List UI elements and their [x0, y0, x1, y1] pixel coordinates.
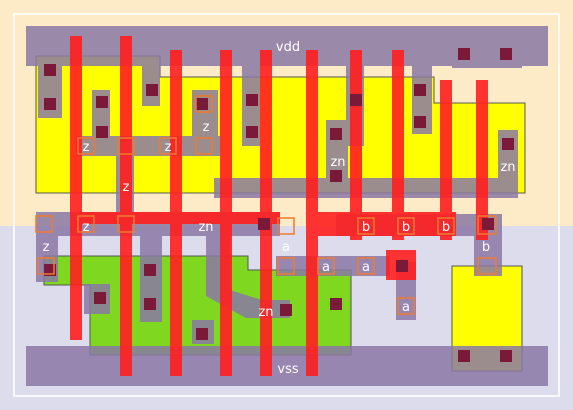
label-z: z — [83, 140, 90, 155]
poly-bar-zn — [306, 212, 456, 236]
label-z: z — [43, 240, 50, 255]
contact — [482, 218, 494, 230]
contact — [258, 218, 270, 230]
contact — [330, 170, 342, 182]
poly-gate-10 — [476, 80, 488, 240]
via-marker — [37, 257, 55, 275]
label-b: b — [362, 220, 370, 235]
contact — [196, 328, 208, 340]
contact — [246, 94, 258, 106]
metal1-layer — [26, 26, 548, 386]
via-marker — [195, 137, 213, 155]
via-marker — [35, 215, 53, 233]
poly-gate-1 — [70, 36, 82, 340]
via-marker — [477, 215, 497, 235]
net-labels: vdd vss z z z z z z zn zn zn zn a a a a … — [43, 40, 516, 377]
contact — [44, 98, 56, 110]
via-marker — [77, 137, 95, 155]
contact — [350, 94, 362, 106]
via-marker — [357, 257, 375, 275]
via-marker — [437, 217, 455, 235]
label-zn: zn — [330, 155, 345, 170]
poly-gate-2 — [120, 36, 132, 376]
label-a: a — [362, 260, 370, 275]
label-vdd: vdd — [276, 40, 300, 55]
label-b: b — [482, 240, 490, 255]
contact — [144, 264, 156, 276]
contact — [414, 84, 426, 96]
label-z: z — [123, 180, 130, 195]
contact — [44, 264, 56, 276]
contact — [502, 138, 514, 150]
via-marker — [477, 257, 497, 275]
label-b: b — [402, 220, 410, 235]
contact — [458, 48, 470, 60]
label-a: a — [402, 300, 410, 315]
label-zn: zn — [500, 160, 515, 175]
via-marker — [397, 297, 415, 315]
contact — [330, 128, 342, 140]
contact — [144, 298, 156, 310]
contact — [458, 350, 470, 362]
label-a: a — [282, 240, 290, 255]
contact — [500, 350, 512, 362]
poly-bar-z — [70, 212, 280, 224]
label-z: z — [203, 120, 210, 135]
label-b: b — [442, 220, 450, 235]
m1-z-net-c — [76, 136, 220, 156]
poly-gate-7 — [350, 50, 362, 240]
contact — [44, 64, 56, 76]
contact — [414, 116, 426, 128]
contact — [500, 48, 512, 60]
contact — [94, 292, 106, 304]
label-a: a — [322, 260, 330, 275]
via-marker — [195, 95, 213, 113]
contact — [196, 98, 208, 110]
contact — [280, 304, 292, 316]
via-marker — [277, 217, 295, 235]
label-zn: zn — [258, 305, 273, 320]
cell-border — [13, 13, 560, 397]
via-markers — [35, 95, 497, 315]
m1-a-a — [276, 256, 390, 276]
contact — [330, 298, 342, 310]
label-z: z — [165, 140, 172, 155]
via-marker — [117, 137, 135, 155]
contact — [96, 96, 108, 108]
via-marker — [277, 257, 295, 275]
contact — [246, 126, 258, 138]
via-marker — [159, 137, 177, 155]
via-marker — [317, 257, 335, 275]
contact — [146, 84, 158, 96]
label-vss: vss — [277, 362, 298, 377]
via-marker — [357, 217, 375, 235]
poly-gate-8 — [392, 50, 404, 240]
poly-layer — [70, 36, 488, 376]
contacts — [44, 48, 514, 362]
label-z: z — [83, 220, 90, 235]
poly-gate-9 — [440, 80, 452, 240]
via-marker — [397, 217, 415, 235]
via-marker — [117, 215, 135, 233]
contact — [96, 126, 108, 138]
via-marker — [77, 215, 95, 233]
label-zn: zn — [198, 220, 213, 235]
contact — [396, 260, 408, 272]
m1-zn-a — [214, 178, 518, 198]
